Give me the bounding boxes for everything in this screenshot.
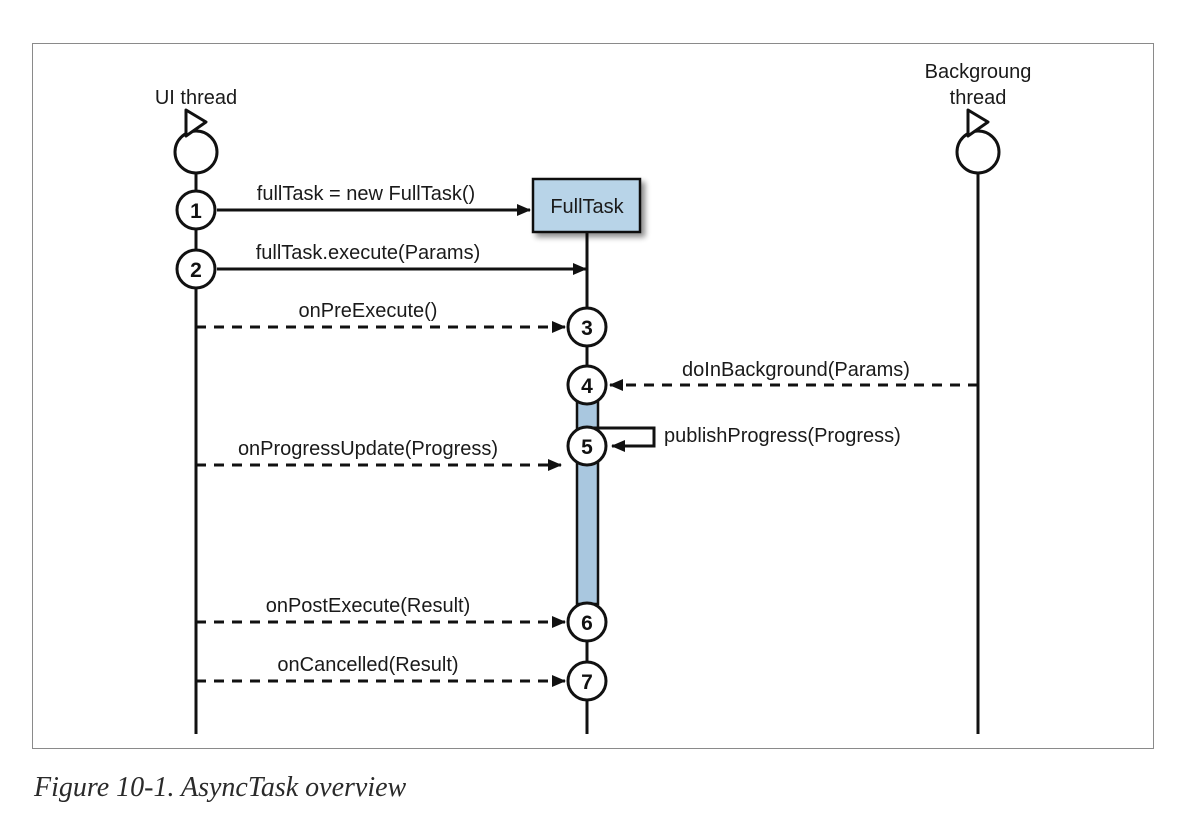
- step-5-number: 5: [581, 436, 593, 459]
- step-7-number: 7: [581, 671, 593, 694]
- step-5-self-arrow: [587, 426, 656, 452]
- full-task-box: FullTask: [531, 177, 642, 234]
- step-4-label: doInBackground(Params): [682, 359, 910, 381]
- step-1-number: 1: [190, 200, 202, 223]
- figure-caption: Figure 10-1. AsyncTask overview: [34, 772, 407, 803]
- step-2-marker: 2: [175, 248, 217, 290]
- step-2-label: fullTask.execute(Params): [256, 242, 481, 264]
- step-3-marker: 3: [566, 306, 608, 348]
- step-3-label: onPreExecute(): [299, 300, 438, 322]
- background-thread-label-line2: thread: [950, 87, 1007, 109]
- ui-thread-label: UI thread: [155, 87, 237, 109]
- step-5-progress-label: onProgressUpdate(Progress): [238, 438, 498, 460]
- step-1-marker: 1: [175, 189, 217, 231]
- step-4-number: 4: [581, 375, 593, 398]
- background-thread-icon: [955, 108, 1001, 175]
- step-6-label: onPostExecute(Result): [266, 595, 471, 617]
- step-1-label: fullTask = new FullTask(): [257, 183, 475, 205]
- step-5-marker: 5: [566, 425, 608, 467]
- step-6-number: 6: [581, 612, 593, 635]
- ui-thread-icon: [173, 108, 219, 175]
- step-4-marker: 4: [566, 364, 608, 406]
- step-6-marker: 6: [566, 601, 608, 643]
- step-2-number: 2: [190, 259, 202, 282]
- step-5-publish-label: publishProgress(Progress): [664, 425, 901, 447]
- sequence-diagram: UI thread Backgroung thread FullTask ful…: [155, 61, 1032, 734]
- step-7-label: onCancelled(Result): [277, 654, 458, 676]
- full-task-label: FullTask: [550, 196, 624, 218]
- background-thread-label-line1: Backgroung: [925, 61, 1032, 83]
- step-3-number: 3: [581, 317, 593, 340]
- step-7-marker: 7: [566, 660, 608, 702]
